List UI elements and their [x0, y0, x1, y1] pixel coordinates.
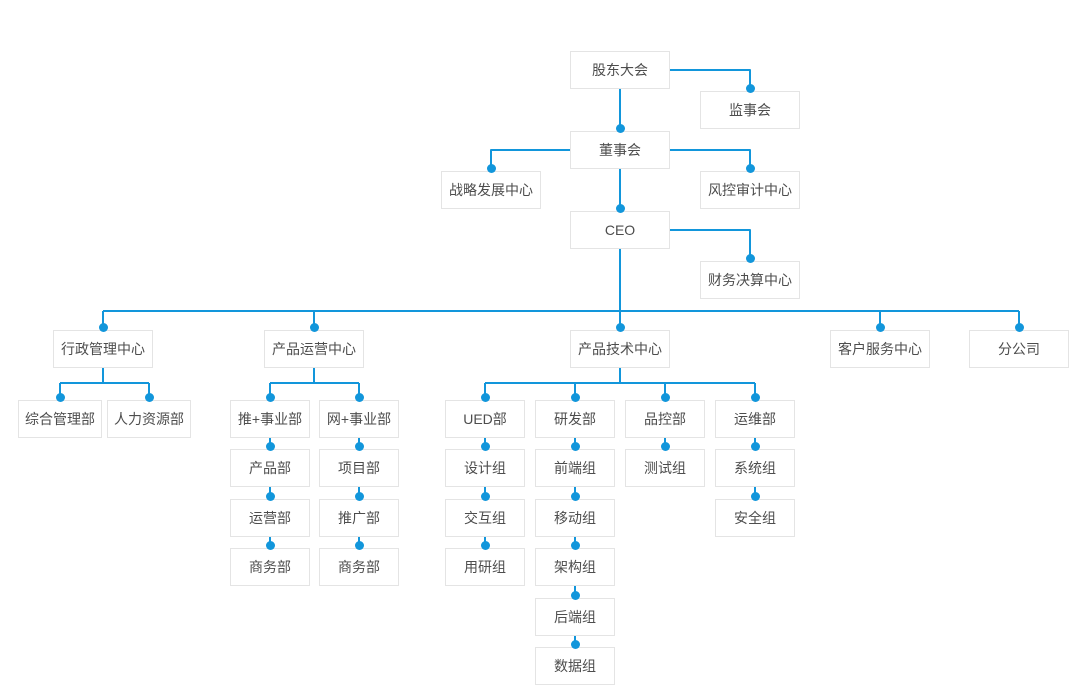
org-node-supervisory-board: 监事会 — [700, 84, 800, 129]
org-node-wang-division: 网+事业部 — [319, 393, 399, 438]
org-node-operations-dept: 运营部 — [230, 492, 310, 537]
org-node-user-research-group: 用研组 — [445, 541, 525, 586]
org-node-business-dept-tui: 商务部 — [230, 541, 310, 586]
org-node-hr-dept: 人力资源部 — [107, 393, 191, 438]
connector-lines-governance — [490, 69, 751, 311]
org-node-om-dept: 运维部 — [715, 393, 795, 438]
org-node-architecture-group: 架构组 — [535, 541, 615, 586]
org-node-mobile-group: 移动组 — [535, 492, 615, 537]
org-node-ued-dept: UED部 — [445, 393, 525, 438]
connector-lines-trunk — [102, 310, 1020, 326]
org-node-qc-dept: 品控部 — [625, 393, 705, 438]
org-node-security-group: 安全组 — [715, 492, 795, 537]
org-node-frontend-group: 前端组 — [535, 442, 615, 487]
org-node-ceo: CEO — [570, 204, 670, 249]
org-node-tui-division: 推+事业部 — [230, 393, 310, 438]
org-node-shareholders-meeting: 股东大会 — [570, 51, 670, 89]
org-node-finance-center: 财务决算中心 — [700, 254, 800, 299]
org-node-testing-group: 测试组 — [625, 442, 705, 487]
connector-lines-centers-to-departments — [59, 368, 756, 396]
org-node-board-of-directors: 董事会 — [570, 124, 670, 169]
org-node-product-dept: 产品部 — [230, 442, 310, 487]
org-node-product-ops-center: 产品运营中心 — [264, 323, 364, 368]
org-node-admin-center: 行政管理中心 — [53, 323, 153, 368]
org-node-branch-company: 分公司 — [969, 323, 1069, 368]
org-node-project-dept: 项目部 — [319, 442, 399, 487]
org-node-design-group: 设计组 — [445, 442, 525, 487]
org-node-system-group: 系统组 — [715, 442, 795, 487]
org-node-general-admin-dept: 综合管理部 — [18, 393, 102, 438]
org-node-business-dept-wang: 商务部 — [319, 541, 399, 586]
org-node-product-tech-center: 产品技术中心 — [570, 323, 670, 368]
org-node-customer-service-center: 客户服务中心 — [830, 323, 930, 368]
org-node-strategy-center: 战略发展中心 — [441, 164, 541, 209]
connector-lines-stacked-chains — [269, 438, 756, 643]
org-node-risk-audit-center: 风控审计中心 — [700, 164, 800, 209]
org-node-rd-dept: 研发部 — [535, 393, 615, 438]
org-node-backend-group: 后端组 — [535, 591, 615, 636]
org-node-data-group: 数据组 — [535, 640, 615, 685]
org-node-interaction-group: 交互组 — [445, 492, 525, 537]
org-node-promotion-dept: 推广部 — [319, 492, 399, 537]
